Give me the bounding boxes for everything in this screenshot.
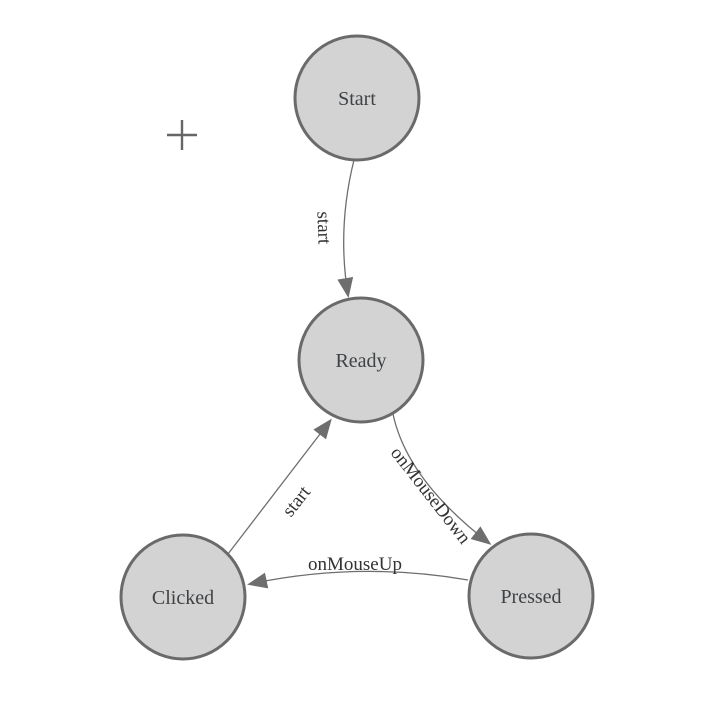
state-node-pressed[interactable]: Pressed — [467, 532, 595, 660]
state-node-start[interactable]: Start — [293, 34, 421, 162]
edge-pressed-to-clicked[interactable]: onMouseUp — [247, 554, 469, 589]
state-node-clicked[interactable]: Clicked — [119, 533, 247, 661]
edge-line[interactable] — [227, 418, 332, 555]
state-node-circle[interactable] — [297, 296, 425, 424]
state-node-label: Pressed — [500, 586, 561, 608]
edge-line[interactable] — [247, 570, 469, 589]
edge-start-to-ready[interactable]: start — [312, 159, 355, 298]
state-node-label: Ready — [335, 350, 386, 372]
edge-label: onMouseUp — [308, 554, 402, 575]
state-node-ready[interactable]: Ready — [297, 296, 425, 424]
edge-line[interactable] — [392, 413, 492, 545]
state-node-label: Clicked — [152, 587, 214, 609]
state-node-circle[interactable] — [119, 533, 247, 661]
edge-line[interactable] — [337, 159, 355, 298]
crosshair-cursor-icon — [167, 120, 197, 150]
edge-label: start — [312, 211, 334, 245]
state-node-label: Start — [338, 88, 376, 110]
state-node-circle[interactable] — [293, 34, 421, 162]
state-node-circle[interactable] — [467, 532, 595, 660]
